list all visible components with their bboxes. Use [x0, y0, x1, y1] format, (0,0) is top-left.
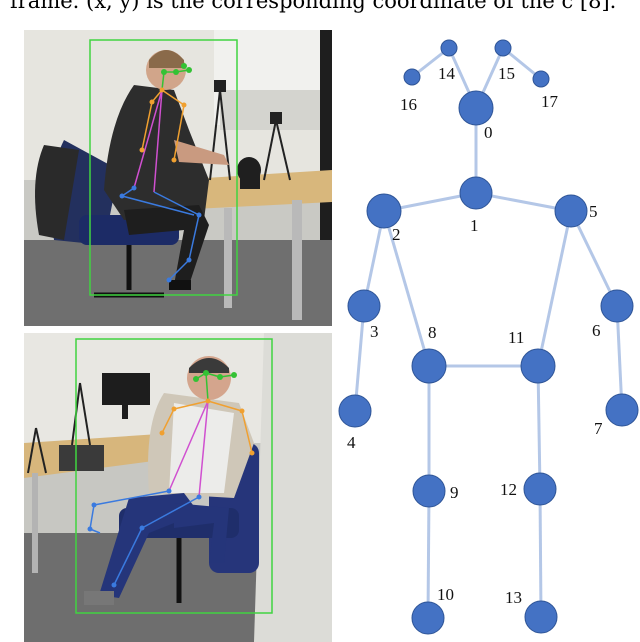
- joint-4: [338, 394, 372, 428]
- joint-6: [600, 289, 634, 323]
- joint-1: [459, 176, 493, 210]
- bone-6-7: [615, 305, 624, 411]
- joint-9: [412, 474, 446, 508]
- joint-label-13: 13: [505, 588, 522, 607]
- joint-14: [440, 39, 458, 57]
- joint-label-2: 2: [392, 225, 401, 244]
- figure-caption: frame. (x, y) is the corresponding coord…: [10, 0, 617, 13]
- joint-17: [532, 70, 550, 88]
- joint-label-4: 4: [347, 433, 356, 452]
- joint-16: [403, 68, 421, 86]
- joint-13: [524, 600, 558, 634]
- joint-label-14: 14: [438, 64, 456, 83]
- front-view-image: [24, 333, 332, 642]
- joint-12: [523, 472, 557, 506]
- joint-10: [411, 601, 445, 635]
- joint-label-12: 12: [500, 480, 517, 499]
- joint-11: [520, 348, 556, 384]
- joint-label-7: 7: [594, 419, 603, 438]
- joint-label-15: 15: [498, 64, 515, 83]
- bone-9-10: [426, 490, 431, 619]
- joint-label-6: 6: [592, 321, 601, 340]
- joint-label-8: 8: [428, 323, 437, 342]
- joint-3: [347, 289, 381, 323]
- joint-8: [411, 348, 447, 384]
- joint-label-5: 5: [589, 202, 598, 221]
- skeleton-joints: [338, 39, 639, 635]
- joint-label-10: 10: [437, 585, 454, 604]
- caption-strip: frame. (x, y) is the corresponding coord…: [0, 0, 640, 30]
- joint-label-9: 9: [450, 483, 459, 502]
- bone-2-8: [382, 210, 431, 367]
- joint-15: [494, 39, 512, 57]
- photo-side-view: [24, 30, 332, 326]
- joint-2: [366, 193, 402, 229]
- side-view-image: [24, 30, 332, 326]
- joint-0: [458, 90, 494, 126]
- joint-label-17: 17: [541, 92, 559, 111]
- bone-3-4: [353, 305, 366, 412]
- joint-label-1: 1: [470, 216, 479, 235]
- bone-12-13: [538, 488, 543, 618]
- bone-11-12: [536, 365, 542, 490]
- joint-label-0: 0: [484, 123, 493, 142]
- bone-5-6: [569, 210, 619, 307]
- joint-7: [605, 393, 639, 427]
- joint-label-16: 16: [400, 95, 417, 114]
- bone-5-11: [536, 210, 573, 367]
- joint-label-11: 11: [508, 328, 524, 347]
- joint-5: [554, 194, 588, 228]
- photo-front-view: [24, 333, 332, 642]
- joint-label-3: 3: [370, 322, 379, 341]
